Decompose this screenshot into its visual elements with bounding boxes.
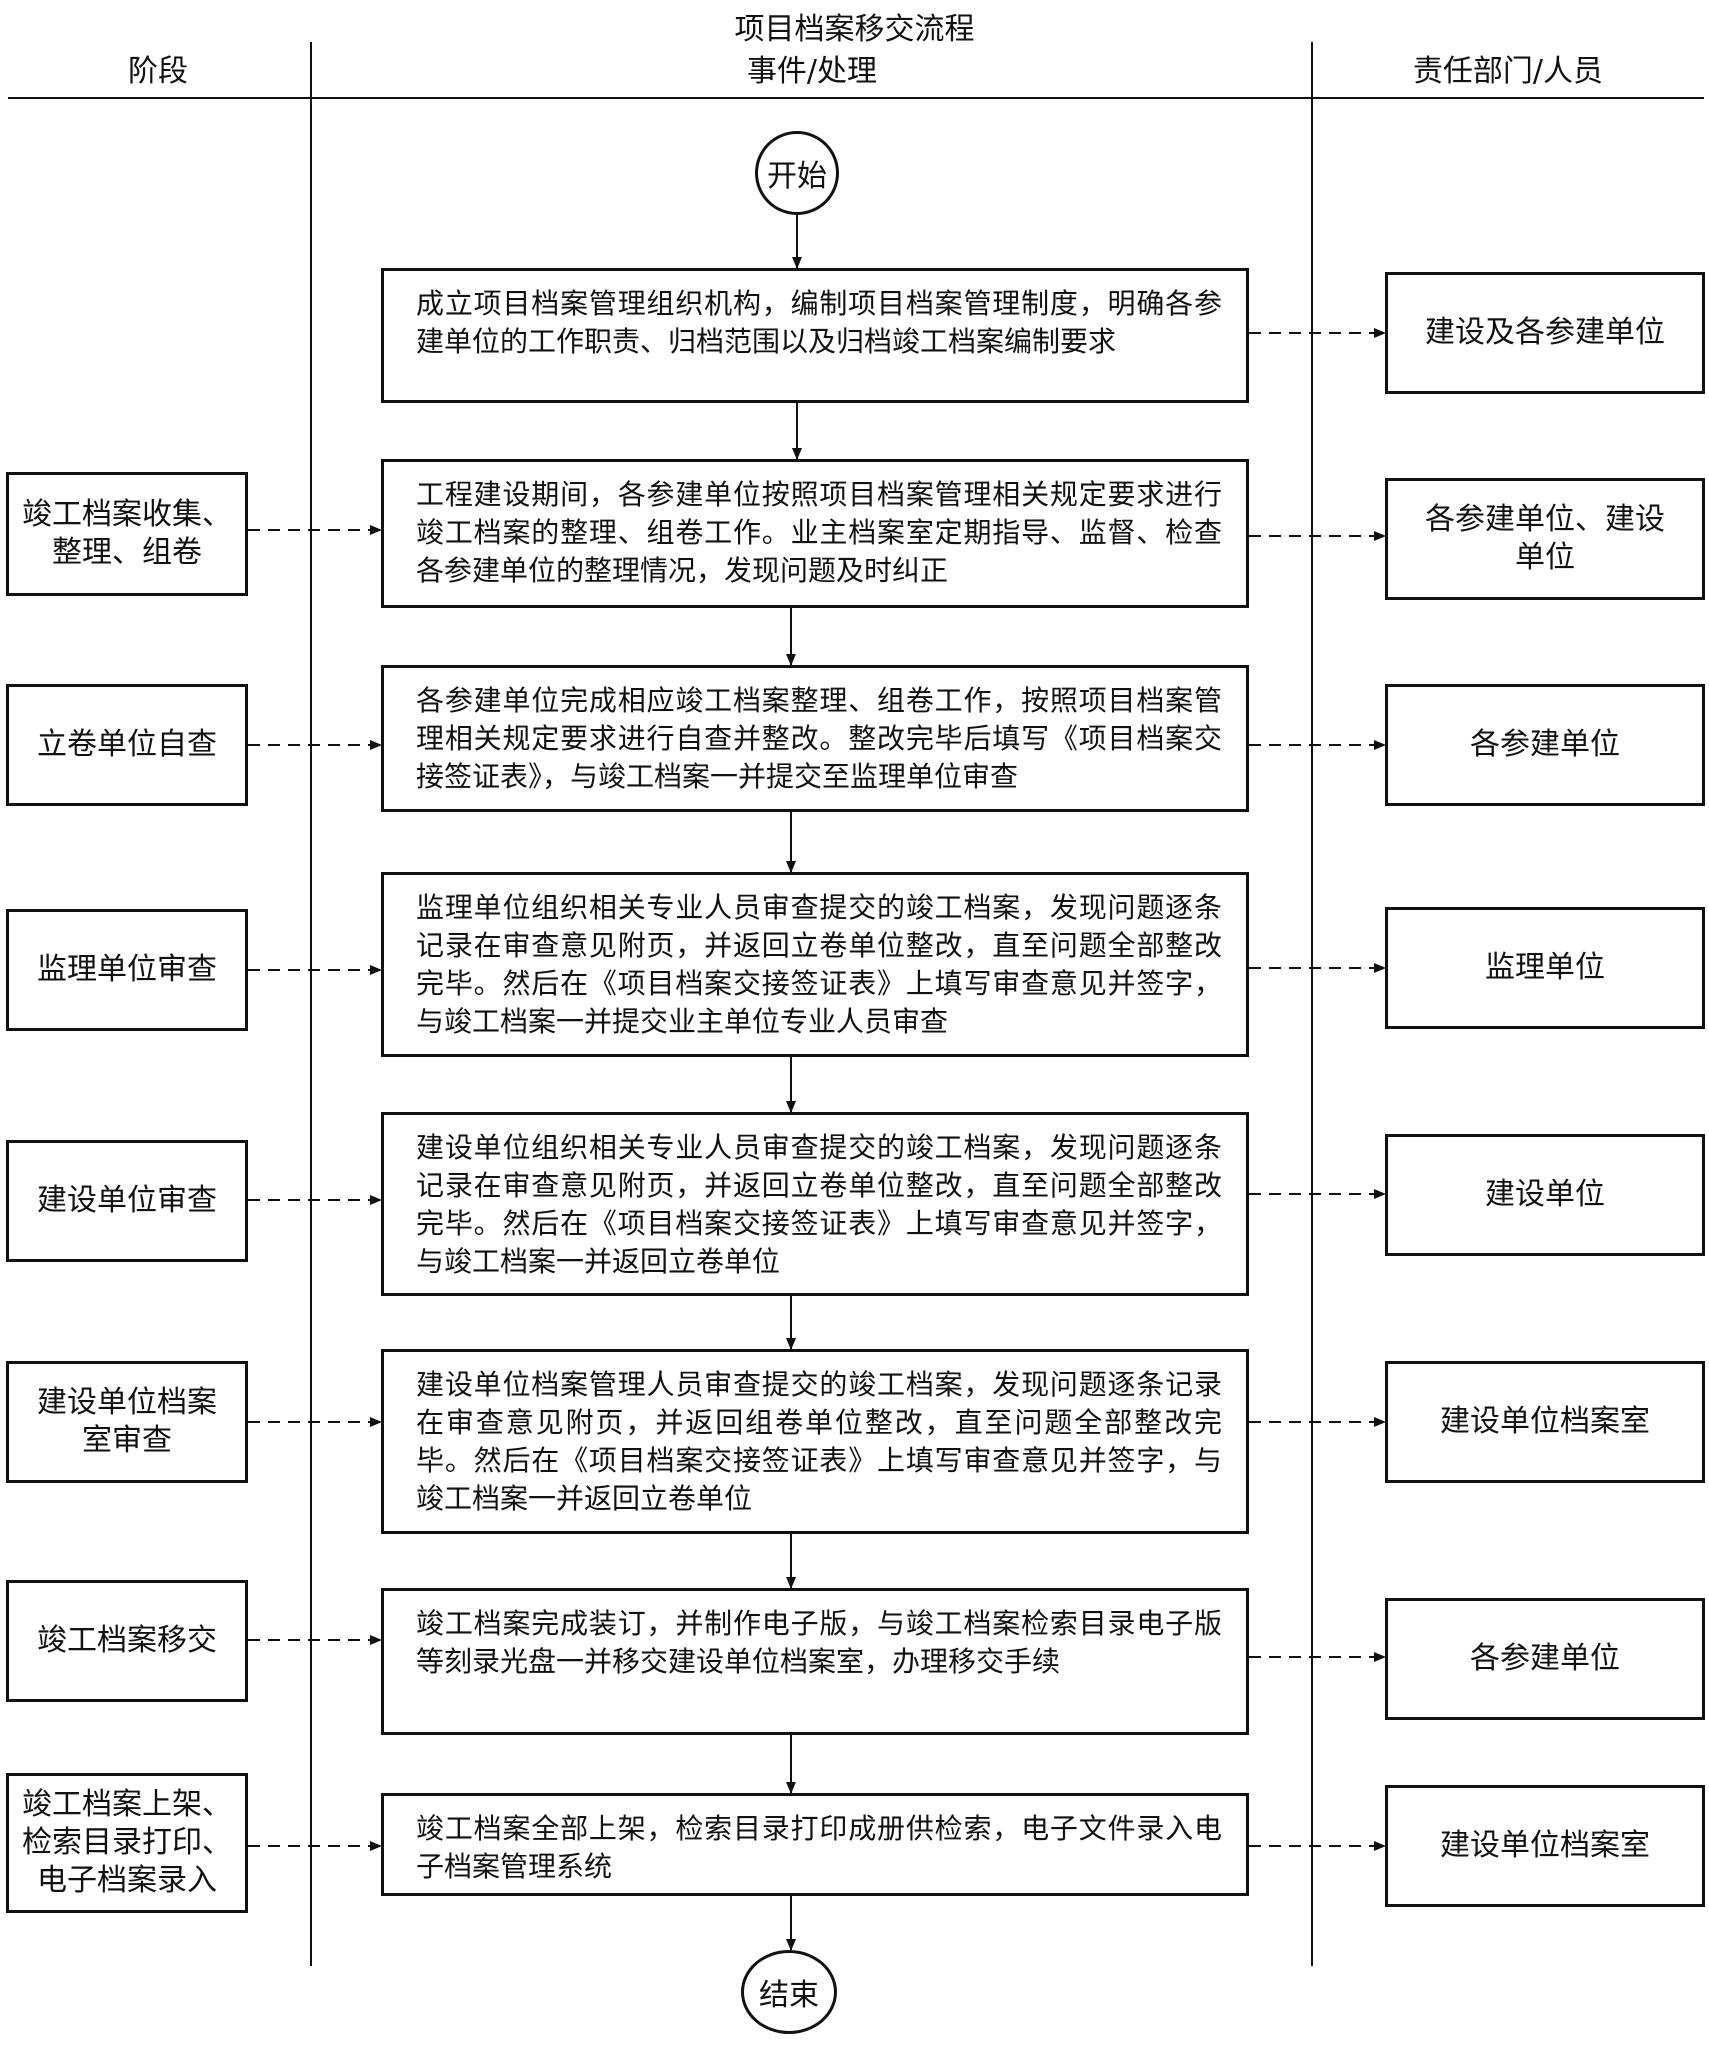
- diagram-title: 项目档案移交流程: [734, 12, 975, 47]
- stage-box-2: 竣工档案收集、整理、组卷: [6, 472, 248, 596]
- stage-box-3: 立卷单位自查: [6, 684, 248, 806]
- event-box-4: 监理单位组织相关专业人员审查提交的竣工档案，发现问题逐条记录在审查意见附页，并返…: [381, 872, 1249, 1057]
- dept-box-5: 建设单位: [1385, 1134, 1705, 1256]
- stage-box-7: 竣工档案移交: [6, 1580, 248, 1702]
- dept-box-3: 各参建单位: [1385, 684, 1705, 806]
- start-node: 开始: [755, 131, 839, 215]
- lane-divider-right: [1311, 42, 1313, 1966]
- dept-box-8: 建设单位档案室: [1385, 1785, 1705, 1907]
- lane-divider-left: [310, 42, 312, 1966]
- dept-box-2: 各参建单位、建设单位: [1385, 478, 1705, 600]
- header-event: 事件/处理: [746, 54, 878, 89]
- event-box-3: 各参建单位完成相应竣工档案整理、组卷工作，按照项目档案管理相关规定要求进行自查并…: [381, 665, 1249, 812]
- dept-box-1: 建设及各参建单位: [1385, 272, 1705, 394]
- header-dept: 责任部门/人员: [1412, 54, 1604, 89]
- event-box-7: 竣工档案完成装订，并制作电子版，与竣工档案检索目录电子版等刻录光盘一并移交建设单…: [381, 1588, 1249, 1735]
- header-stage: 阶段: [128, 54, 188, 89]
- header-divider: [8, 97, 1704, 99]
- event-box-6: 建设单位档案管理人员审查提交的竣工档案，发现问题逐条记录在审查意见附页，并返回组…: [381, 1349, 1249, 1534]
- stage-box-8: 竣工档案上架、检索目录打印、电子档案录入: [6, 1773, 248, 1913]
- event-box-1: 成立项目档案管理组织机构，编制项目档案管理制度，明确各参建单位的工作职责、归档范…: [381, 268, 1249, 403]
- stage-box-5: 建设单位审查: [6, 1140, 248, 1262]
- dept-box-4: 监理单位: [1385, 907, 1705, 1029]
- end-node: 结束: [741, 1950, 837, 2034]
- event-box-2: 工程建设期间，各参建单位按照项目档案管理相关规定要求进行竣工档案的整理、组卷工作…: [381, 459, 1249, 608]
- dept-box-6: 建设单位档案室: [1385, 1361, 1705, 1483]
- event-box-5: 建设单位组织相关专业人员审查提交的竣工档案，发现问题逐条记录在审查意见附页，并返…: [381, 1112, 1249, 1296]
- stage-box-6: 建设单位档案室审查: [6, 1361, 248, 1483]
- stage-box-4: 监理单位审查: [6, 909, 248, 1031]
- event-box-8: 竣工档案全部上架，检索目录打印成册供检索，电子文件录入电子档案管理系统: [381, 1793, 1249, 1896]
- dept-box-7: 各参建单位: [1385, 1598, 1705, 1720]
